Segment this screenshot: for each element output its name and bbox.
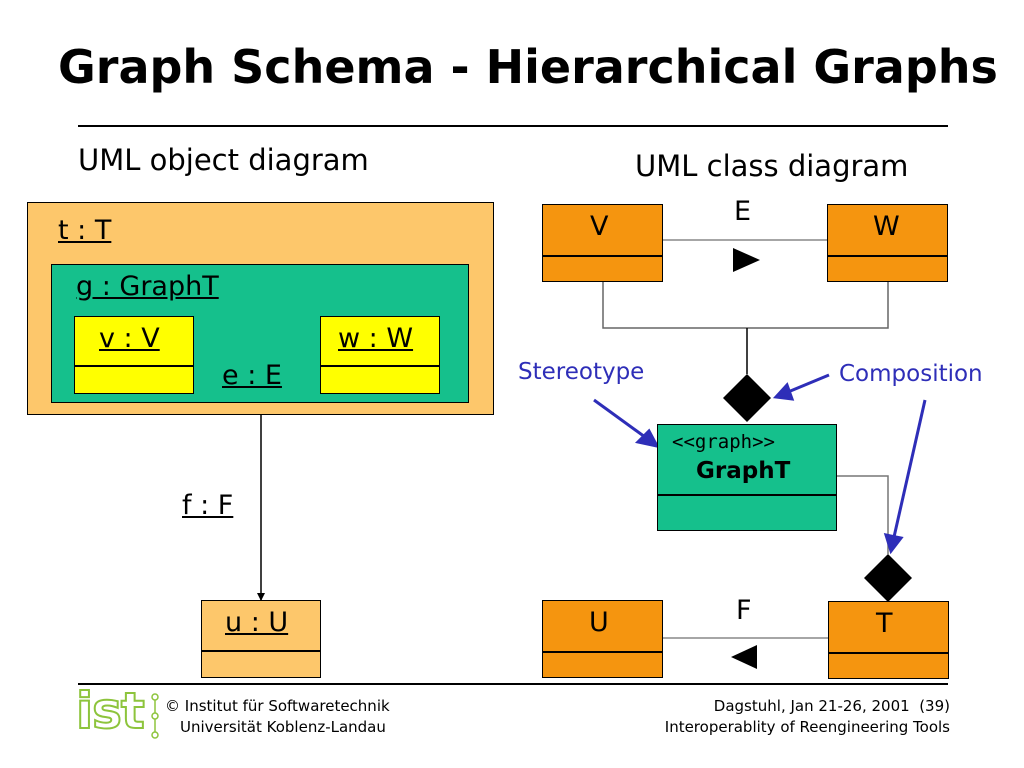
object-u-label: u : U	[225, 607, 289, 638]
stereotype-annotation: Stereotype	[518, 359, 645, 385]
object-t-label: t : T	[58, 215, 112, 246]
link-v-graph	[602, 281, 889, 329]
class-u-divider	[543, 651, 662, 653]
link-graph-t	[837, 475, 889, 554]
footer-event: Dagstuhl, Jan 21-26, 2001 (39)	[713, 697, 950, 715]
class-u	[542, 600, 663, 678]
class-graph-label: GraphT	[696, 458, 791, 484]
ist-logo: ist	[75, 681, 146, 741]
class-diagram-heading: UML class diagram	[635, 149, 909, 183]
composition-pointer-icon	[787, 373, 830, 394]
object-v-label: v : V	[99, 323, 160, 354]
composition-annotation: Composition	[839, 361, 983, 387]
class-f-label: F	[736, 595, 752, 626]
class-u-label: U	[589, 607, 609, 638]
object-diagram-heading: UML object diagram	[78, 143, 369, 177]
arrow-left-icon	[731, 645, 757, 669]
footer-talk-title: Interoperablity of Reengineering Tools	[664, 718, 950, 736]
object-v-divider	[75, 365, 193, 367]
composition-diamond-icon	[723, 374, 771, 422]
class-t-divider	[829, 652, 948, 654]
class-v-divider	[543, 255, 662, 257]
class-t	[828, 601, 949, 679]
footer-copyright-line2: Universität Koblenz-Landau	[180, 718, 386, 736]
footer-divider	[78, 683, 948, 685]
class-e-label: E	[734, 196, 752, 227]
stereotype-pointer-icon	[593, 398, 646, 439]
arrow-right-icon	[733, 248, 760, 272]
object-graph-label: g : GraphT	[76, 271, 219, 302]
class-w	[827, 204, 948, 282]
footer-copyright-line1: © Institut für Softwaretechnik	[165, 697, 390, 715]
class-v-label: V	[590, 211, 609, 242]
title-divider	[78, 125, 948, 127]
object-edge-label: e : E	[222, 360, 282, 391]
object-u	[201, 600, 321, 678]
page-title: Graph Schema - Hierarchical Graphs	[58, 40, 998, 94]
object-v	[74, 316, 194, 394]
class-graph-stereotype: <<graph>>	[672, 431, 775, 453]
object-u-divider	[202, 650, 320, 652]
composition-diamond-icon	[864, 554, 912, 602]
class-v	[542, 204, 663, 282]
object-f-label: f : F	[182, 490, 234, 521]
class-w-label: W	[873, 211, 900, 242]
class-graph-divider	[658, 494, 836, 496]
object-w-label: w : W	[338, 323, 414, 354]
class-graph	[657, 424, 837, 531]
class-w-divider	[828, 255, 947, 257]
logo-ornament-icon	[151, 693, 159, 739]
object-w-divider	[321, 365, 439, 367]
class-t-label: T	[876, 608, 893, 639]
composition-pointer-icon	[892, 399, 927, 538]
object-w	[320, 316, 440, 394]
